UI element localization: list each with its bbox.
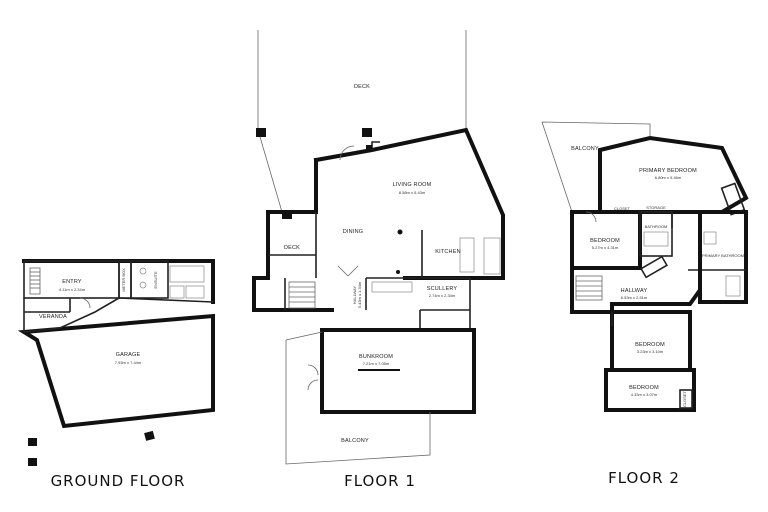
post-marker <box>256 128 266 137</box>
bedroom3-label: BEDROOM <box>629 385 659 391</box>
floor2-title: FLOOR 2 <box>608 469 680 487</box>
storage-label: STORAGE <box>646 205 666 210</box>
primary-bedroom-label: PRIMARY BEDROOM <box>639 168 697 174</box>
column <box>396 270 400 274</box>
ground-floor-title: GROUND FLOOR <box>51 472 186 490</box>
deck-door-swing <box>339 145 355 161</box>
bath-fixture <box>643 231 669 247</box>
post-marker <box>282 210 292 219</box>
hallway-door-swing <box>337 265 359 277</box>
floor2-balcony-label: BALCONY <box>571 146 599 152</box>
top-deck-outline <box>257 30 467 213</box>
living-outer-wall <box>313 127 505 280</box>
column <box>366 145 372 151</box>
floor2-plan: BALCONY PRIMARY BEDROOM 6.80m x 5.46m CL… <box>541 121 749 487</box>
closet-b-label: CLOSET <box>682 390 687 407</box>
bottom-balcony-outline <box>285 340 431 465</box>
balcony-edge <box>285 331 323 341</box>
floor1-plan: DECK DECK LIVING ROOM 8.58m x 5.43m DINI… <box>252 30 505 490</box>
west-wall <box>266 158 318 280</box>
bedroom1-label: BEDROOM <box>590 238 620 244</box>
entry-label: ENTRY <box>62 279 82 285</box>
floor1-stairs <box>288 281 316 309</box>
toilet-fixture <box>169 285 185 299</box>
bench-fixture <box>371 281 413 293</box>
entry-dim: 4.11m x 2.34m <box>59 287 86 292</box>
floor2-hallway-walls <box>570 266 702 314</box>
post-marker <box>362 128 372 137</box>
floor2-balcony-outline <box>541 121 651 213</box>
bedroom2-dim: 3.23m x 3.10m <box>637 349 664 354</box>
bedroom2-label: BEDROOM <box>635 342 665 348</box>
dining-label: DINING <box>343 229 363 235</box>
floor2-hallway-label: HALLWAY <box>621 288 648 294</box>
deck-left-label: DECK <box>284 245 300 251</box>
ground-floor-plan: ENTRY 4.11m x 2.34m METER BOX ENSUITE VE… <box>17 259 215 490</box>
closet-a-label: CLOSET <box>614 206 631 211</box>
floor2-hallway-dim: 6.53m x 2.51m <box>621 295 648 300</box>
garage-label: GARAGE <box>116 352 141 358</box>
post-marker <box>28 438 37 446</box>
bunkroom-walls <box>320 328 476 414</box>
floor2-stairs <box>575 275 603 301</box>
ground-stairs <box>29 267 41 295</box>
shower-fixture <box>725 275 741 297</box>
bunkroom-door-swing <box>307 364 319 391</box>
bedroom2-walls <box>610 310 692 372</box>
door-swing <box>79 297 91 309</box>
floor1-title: FLOOR 1 <box>344 472 416 490</box>
kitchen-bench <box>483 237 501 275</box>
hallway-dim: 5.43m x 1.34m <box>357 281 362 308</box>
bunkroom-label: BUNKROOM <box>359 354 393 360</box>
kitchen-island <box>459 237 475 273</box>
hallway-wall <box>252 276 334 312</box>
column <box>397 229 403 235</box>
garage-top-wall <box>23 297 120 333</box>
veranda-label: VERANDA <box>39 314 67 320</box>
linen-cupboard <box>640 255 668 279</box>
bunkroom-dim: 7.21m x 7.05m <box>363 361 390 366</box>
vanity-fixture <box>185 285 205 299</box>
basin-fixture-2 <box>139 281 147 289</box>
primary-bedroom-dim: 6.80m x 5.46m <box>655 175 682 180</box>
toilet-fixture <box>703 231 717 245</box>
bedroom1-door-swing <box>585 211 597 223</box>
ensuite-wall <box>130 260 169 299</box>
closet-b-wall <box>679 389 693 409</box>
hallway-label: HALLWAY <box>352 285 357 304</box>
bathroom-label: BATHROOM <box>645 224 668 229</box>
bedroom3-walls <box>604 368 696 412</box>
bedroom1-dim: 5.27m x 4.31m <box>592 245 619 250</box>
bathroom-walls <box>639 211 673 257</box>
living-room-label: LIVING ROOM <box>393 182 432 188</box>
living-room-dim: 8.58m x 5.43m <box>399 190 426 195</box>
bedroom3-dim: 4.33m x 3.07m <box>631 392 658 397</box>
post-marker <box>28 458 37 466</box>
garage-dim: 7.93m x 7.44m <box>115 360 142 365</box>
bedroom1-walls <box>570 210 642 270</box>
post-marker <box>144 430 155 441</box>
bath-fixture <box>169 265 205 283</box>
primary-bathroom-label: PRIMARY BATHROOM <box>702 253 744 258</box>
balcony-label: BALCONY <box>341 438 369 444</box>
ensuite-label: ENSUITE <box>153 271 158 289</box>
basin-fixture <box>139 267 147 275</box>
meter-box-label: METER BOX <box>121 268 126 292</box>
scullery-label: SCULLERY <box>427 286 458 292</box>
scullery-dim: 2.74m x 2.34m <box>429 293 456 298</box>
deck-top-label: DECK <box>354 84 370 90</box>
kitchen-label: KITCHEN <box>435 249 461 255</box>
